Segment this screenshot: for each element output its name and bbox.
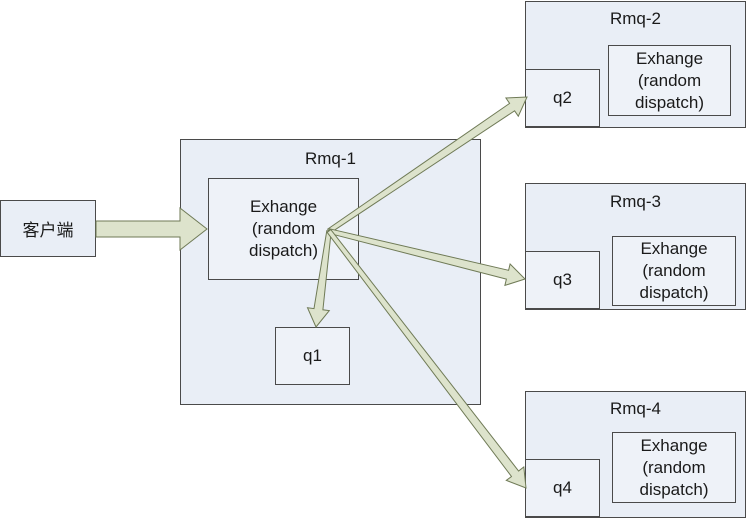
rmq4-exchange-line2: (random bbox=[642, 457, 706, 477]
rmq1-exchange-line3: dispatch) bbox=[249, 241, 318, 260]
rmq1-exchange: Exhange (random dispatch) bbox=[208, 178, 359, 280]
rmq3-title: Rmq-3 bbox=[609, 192, 661, 211]
rmq2-queue-q2: q2 bbox=[525, 69, 600, 127]
rmq1-exchange-line2: (random bbox=[251, 219, 316, 238]
rmq4-exchange: Exhange (random dispatch) bbox=[612, 432, 736, 503]
rmq3-exchange-line3: dispatch) bbox=[639, 283, 709, 302]
q3-label: q3 bbox=[553, 270, 572, 289]
q2-label: q2 bbox=[553, 88, 572, 107]
rmq2-exchange: Exhange (random dispatch) bbox=[608, 45, 731, 116]
rmq3-exchange-line2: (random bbox=[642, 261, 706, 280]
rmq1-title: Rmq-1 bbox=[304, 149, 356, 168]
client-box: 客户端 bbox=[0, 200, 96, 257]
rmq3-exchange-line1: Exhange bbox=[640, 239, 708, 258]
rmq1-exchange-line1: Exhange bbox=[249, 197, 318, 216]
rmq4-exchange-line3: dispatch) bbox=[639, 479, 709, 499]
rmq2-title: Rmq-2 bbox=[609, 9, 661, 28]
client-label: 客户端 bbox=[22, 221, 74, 240]
rmq2-exchange-line1: Exhange bbox=[635, 48, 704, 68]
rmq4-title: Rmq-4 bbox=[609, 399, 661, 418]
rmq4-queue-q4: q4 bbox=[525, 459, 600, 517]
rmq3-exchange: Exhange (random dispatch) bbox=[612, 236, 736, 306]
rmq3-queue-q3: q3 bbox=[525, 251, 600, 309]
q4-label: q4 bbox=[553, 478, 572, 497]
rmq2-exchange-line3: dispatch) bbox=[635, 92, 704, 112]
rmq2-exchange-line2: (random bbox=[637, 70, 702, 90]
q1-label: q1 bbox=[303, 346, 322, 365]
rmq1-queue-q1: q1 bbox=[275, 327, 350, 385]
rmq4-exchange-line1: Exhange bbox=[640, 435, 708, 455]
